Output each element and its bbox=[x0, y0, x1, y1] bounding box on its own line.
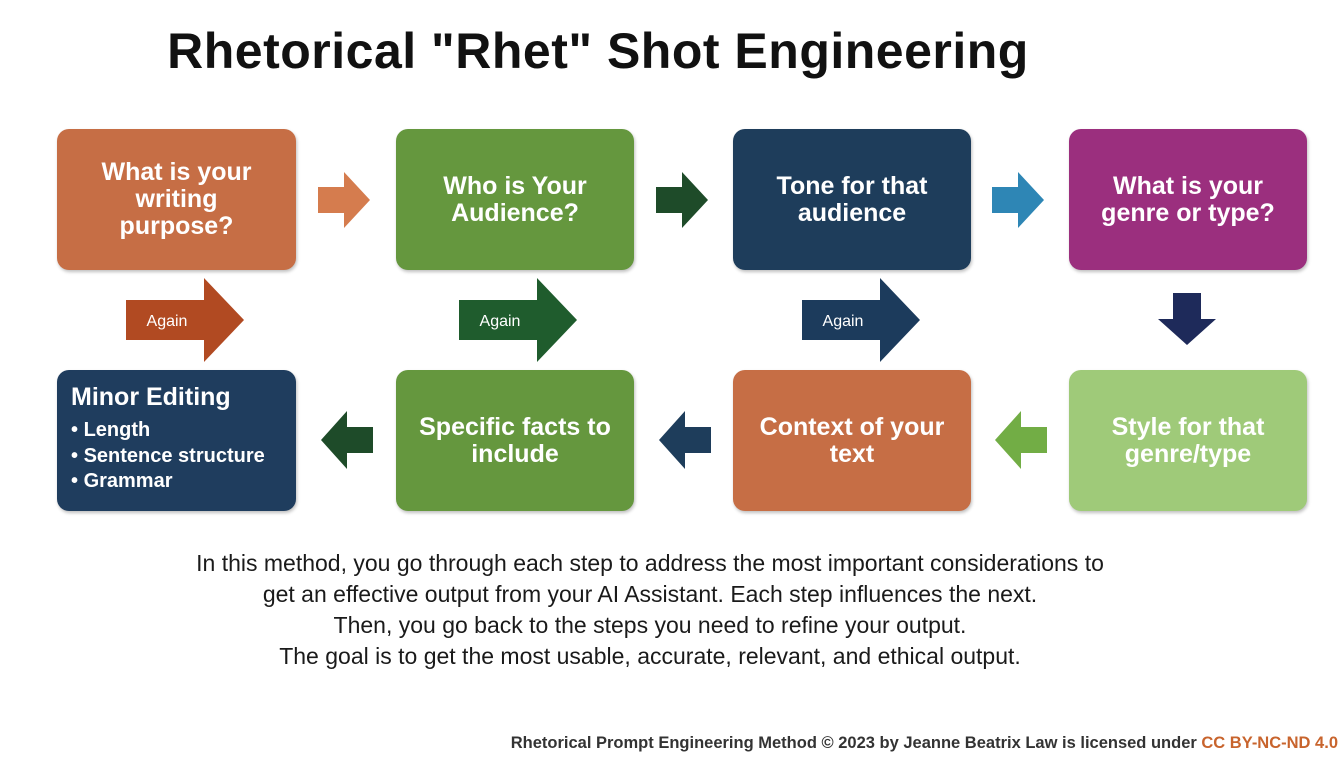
license-link[interactable]: CC BY-NC-ND 4.0 bbox=[1201, 734, 1338, 752]
list-item: Length bbox=[71, 418, 265, 444]
description-line: get an effective output from your AI Ass… bbox=[262, 581, 1038, 607]
arrow-down-icon bbox=[1158, 293, 1216, 345]
list-item: Sentence structure bbox=[71, 444, 265, 470]
step-tone-label: Tone for that audience bbox=[776, 171, 928, 227]
again-arrow-icon: Again bbox=[802, 278, 920, 362]
again-label: Again bbox=[147, 313, 188, 330]
list-item: Grammar bbox=[71, 469, 265, 495]
step-writing-purpose-label: What is your writing purpose? bbox=[101, 158, 252, 240]
again-label: Again bbox=[480, 313, 521, 330]
description-line: In this method, you go through each step… bbox=[196, 550, 1104, 576]
step-genre-label: What is your genre or type? bbox=[1101, 171, 1275, 227]
method-description: In this method, you go through each step… bbox=[0, 548, 1300, 672]
minor-editing-heading: Minor Editing bbox=[71, 383, 231, 411]
arrow-left-icon bbox=[995, 411, 1047, 469]
arrow-left-icon bbox=[659, 411, 711, 469]
step-audience: Who is Your Audience? bbox=[396, 129, 634, 270]
arrow-left-icon bbox=[321, 411, 373, 469]
again-label: Again bbox=[823, 313, 864, 330]
step-specific-facts-label: Specific facts to include bbox=[419, 412, 611, 468]
step-genre: What is your genre or type? bbox=[1069, 129, 1307, 270]
step-style-label: Style for that genre/type bbox=[1111, 412, 1265, 468]
step-writing-purpose: What is your writing purpose? bbox=[57, 129, 296, 270]
credit-text: Rhetorical Prompt Engineering Method © 2… bbox=[510, 734, 1202, 752]
again-arrow-icon: Again bbox=[459, 278, 577, 362]
step-context-label: Context of your text bbox=[759, 412, 945, 468]
arrow-right-icon bbox=[992, 172, 1044, 228]
arrow-right-icon bbox=[318, 172, 370, 228]
description-line: Then, you go back to the steps you need … bbox=[333, 612, 967, 638]
description-line: The goal is to get the most usable, accu… bbox=[279, 643, 1021, 669]
step-style: Style for that genre/type bbox=[1069, 370, 1307, 511]
step-context: Context of your text bbox=[733, 370, 971, 511]
step-specific-facts: Specific facts to include bbox=[396, 370, 634, 511]
step-tone: Tone for that audience bbox=[733, 129, 971, 270]
again-arrow-icon: Again bbox=[126, 278, 244, 362]
license-footer: Rhetorical Prompt Engineering Method © 2… bbox=[511, 734, 1338, 753]
step-minor-editing: Minor Editing Length Sentence structure … bbox=[57, 370, 296, 511]
step-audience-label: Who is Your Audience? bbox=[443, 171, 587, 227]
page-title: Rhetorical "Rhet" Shot Engineering bbox=[167, 23, 1029, 79]
minor-editing-list: Length Sentence structure Grammar bbox=[71, 418, 265, 495]
arrow-right-icon bbox=[656, 172, 708, 228]
